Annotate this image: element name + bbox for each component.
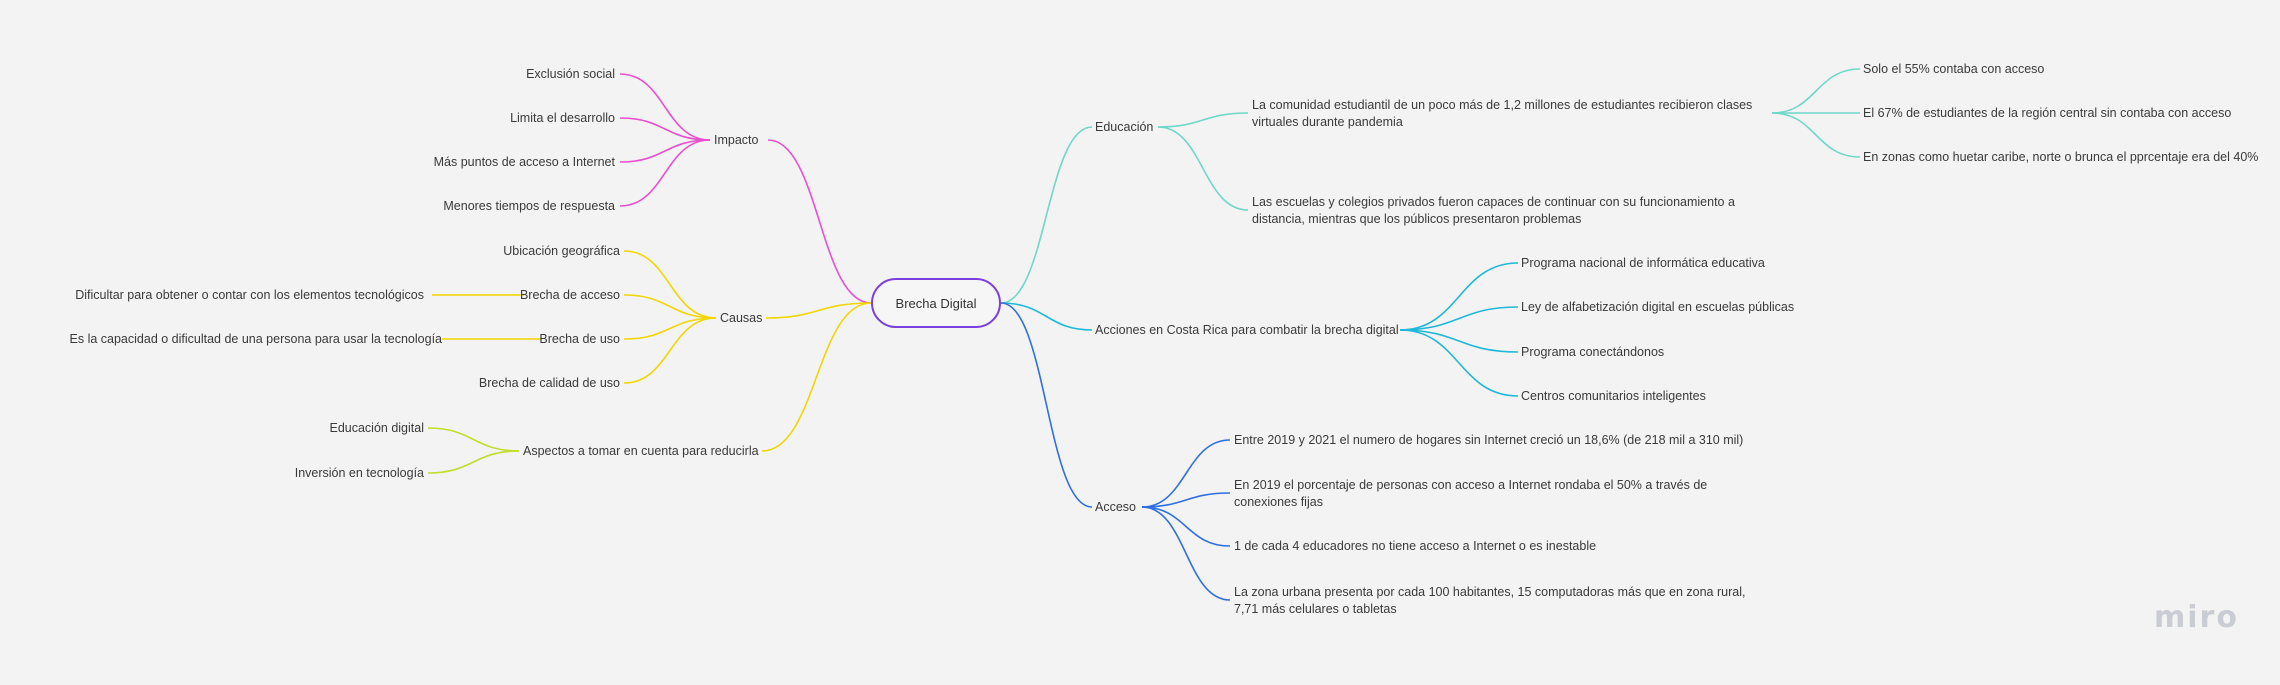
branch-causas[interactable]: Causas [720, 311, 763, 325]
causas-item[interactable]: Brecha de acceso [519, 288, 620, 302]
connector-aspectos-item [427, 427, 520, 452]
impacto-item[interactable]: Limita el desarrollo [510, 111, 615, 125]
causas-item[interactable]: Brecha de calidad de uso [478, 376, 620, 390]
root-node[interactable]: Brecha Digital [871, 278, 1001, 328]
connector-impacto-item [619, 117, 711, 141]
connector-impacto-item [619, 139, 711, 163]
connector-acceso-item [1141, 492, 1231, 508]
branch-acceso[interactable]: Acceso [1095, 500, 1136, 514]
aspectos-item[interactable]: Inversión en tecnología [294, 466, 424, 480]
educacion-escuelas[interactable]: Las escuelas y colegios privados fueron … [1252, 195, 1735, 226]
connector-educacion-comunidad-item [1771, 112, 1861, 158]
acceso-item[interactable]: Entre 2019 y 2021 el numero de hogares s… [1234, 433, 1744, 447]
connector-acceso-item [1141, 506, 1231, 547]
connector-acciones-item [1399, 306, 1519, 331]
connector-acciones [1000, 302, 1093, 331]
connector-impacto-item [619, 139, 711, 207]
acceso-item[interactable]: 1 de cada 4 educadores no tiene acceso a… [1234, 539, 1597, 553]
root-node-label: Brecha Digital [895, 295, 977, 311]
connector-educacion-escuelas [1157, 126, 1249, 211]
connector-causas-item [623, 294, 717, 319]
aspectos-item[interactable]: Educación digital [329, 421, 424, 435]
connector-acciones-item [1399, 329, 1519, 353]
connector-acciones-item [1399, 262, 1519, 331]
causas-item[interactable]: Ubicación geográfica [503, 244, 620, 258]
connector-acceso [1000, 302, 1093, 508]
branch-aspectos[interactable]: Aspectos a tomar en cuenta para reducirl… [523, 444, 759, 458]
connector-educacion-comunidad [1157, 112, 1249, 128]
causas-detail[interactable]: Es la capacidad o dificultad de una pers… [69, 332, 442, 346]
connector-acceso-item [1141, 506, 1231, 601]
connector-educacion-comunidad-item [1771, 68, 1861, 114]
connector-causas-item [623, 317, 717, 340]
connector-aspectos-item [427, 450, 520, 474]
educacion-comunidad-item[interactable]: En zonas como huetar caribe, norte o bru… [1863, 150, 2259, 164]
causas-detail[interactable]: Dificultar para obtener o contar con los… [75, 288, 424, 302]
acceso-item[interactable]: En 2019 el porcentaje de personas con ac… [1234, 478, 1708, 509]
connector-causas-item [623, 317, 717, 384]
acciones-item[interactable]: Centros comunitarios inteligentes [1521, 389, 1706, 403]
causas-item[interactable]: Brecha de uso [539, 332, 620, 346]
educacion-comunidad-item[interactable]: El 67% de estudiantes de la región centr… [1863, 106, 2232, 120]
acciones-item[interactable]: Programa conectándonos [1521, 345, 1665, 359]
acciones-item[interactable]: Programa nacional de informática educati… [1521, 256, 1765, 270]
branch-impacto[interactable]: Impacto [714, 133, 759, 147]
connector-impacto [767, 139, 872, 304]
impacto-item[interactable]: Más puntos de acceso a Internet [433, 155, 615, 169]
impacto-item[interactable]: Menores tiempos de respuesta [443, 199, 615, 213]
connector-acceso-item [1141, 439, 1231, 508]
connector-acciones-item [1399, 329, 1519, 397]
connector-impacto-item [619, 73, 711, 141]
branch-acciones[interactable]: Acciones en Costa Rica para combatir la … [1095, 323, 1399, 337]
branch-educacion[interactable]: Educación [1095, 120, 1154, 134]
impacto-item[interactable]: Exclusión social [526, 67, 615, 81]
connector-aspectos [761, 302, 872, 452]
educacion-comunidad-item[interactable]: Solo el 55% contaba con acceso [1863, 62, 2045, 76]
acceso-item[interactable]: La zona urbana presenta por cada 100 hab… [1234, 585, 1746, 616]
connector-educacion [1000, 126, 1093, 304]
acciones-item[interactable]: Ley de alfabetización digital en escuela… [1521, 300, 1795, 314]
connector-causas-item [623, 250, 717, 319]
connector-causas [765, 302, 872, 319]
educacion-comunidad[interactable]: La comunidad estudiantil de un poco más … [1252, 98, 1753, 129]
miro-logo: miro [2154, 600, 2239, 635]
